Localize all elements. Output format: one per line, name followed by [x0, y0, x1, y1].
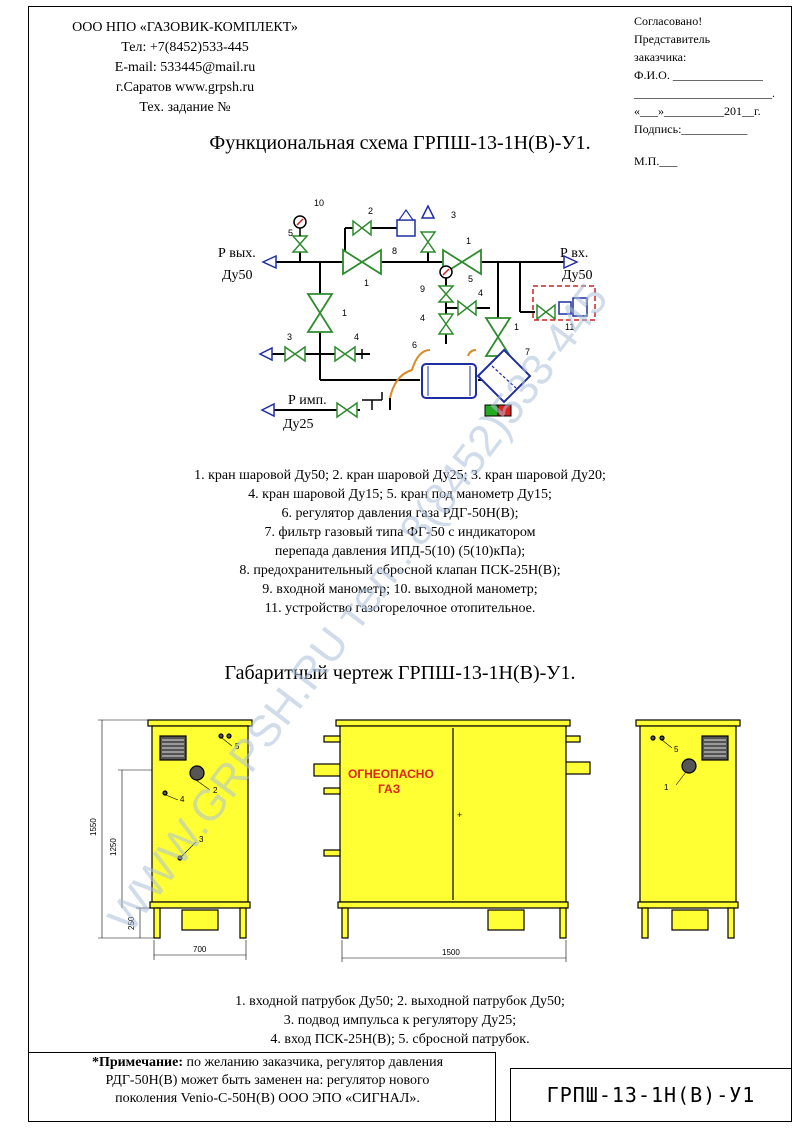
approval-signature: Подпись:___________ [634, 122, 748, 136]
svg-text:11: 11 [565, 322, 574, 332]
svg-text:1: 1 [664, 783, 669, 792]
svg-text:3: 3 [451, 210, 456, 220]
approval-mp: М.П.___ [634, 154, 678, 168]
du-out-label: Ду50 [222, 268, 253, 283]
legend-line: 1. кран шаровой Ду50; 2. кран шаровой Ду… [194, 468, 606, 483]
svg-text:3: 3 [199, 835, 204, 844]
svg-text:2: 2 [213, 786, 218, 795]
drawing-frame [28, 6, 792, 1122]
note-divider-vertical [495, 1052, 496, 1122]
dim-length: 1500 [442, 948, 460, 957]
svg-text:5: 5 [235, 742, 240, 751]
note-bold: *Примечание: [91, 1055, 183, 1070]
functional-title: Функциональная схема ГРПШ-13-1Н(В)-У1. [209, 132, 591, 154]
svg-text:1: 1 [364, 278, 369, 288]
svg-text:1: 1 [466, 236, 471, 246]
svg-text:3: 3 [287, 332, 292, 342]
approval-rep2: заказчика: [634, 50, 687, 64]
svg-text:5: 5 [468, 274, 473, 284]
legend-line: 4. вход ПСК-25Н(В); 5. сбросной патрубок… [270, 1032, 530, 1047]
legend-line: 3. подвод импульса к регулятору Ду25; [283, 1013, 517, 1028]
svg-text:10: 10 [314, 198, 324, 208]
note-text-3: поколения Venio-C-50Н(В) ООО ЭПО «СИГНАЛ… [115, 1091, 420, 1106]
note-divider [28, 1052, 495, 1053]
p-out-label: Р вых. [218, 246, 256, 261]
svg-text:+: + [457, 810, 462, 820]
legend-line: 7. фильтр газовый типа ФГ-50 с индикатор… [264, 525, 536, 540]
note-text-2: РДГ-50Н(В) может быть заменен на: регуля… [105, 1073, 430, 1088]
company-block: ООО НПО «ГАЗОВИК-КОМПЛЕКТ» Тел: +7(8452)… [40, 18, 330, 118]
legend-line: перепада давления ИПД-5(10) (5(10)кПа); [274, 544, 526, 559]
approval-rep1: Представитель [634, 32, 711, 46]
approval-blank: _______________________. [634, 86, 775, 100]
svg-text:1: 1 [342, 308, 347, 318]
warning-text-2: ГАЗ [378, 782, 400, 796]
title-stamp: ГРПШ-13-1Н(В)-У1 [510, 1068, 792, 1122]
side-view-right [635, 719, 741, 939]
dim-1250: 1250 [109, 838, 118, 856]
legend-line: 9. входной манометр; 10. выходной маноме… [262, 582, 538, 597]
p-imp-label: Р имп. [288, 393, 327, 408]
approval-fio: Ф.И.О. _______________ [634, 68, 763, 82]
svg-text:9: 9 [420, 284, 425, 294]
warning-text-1: ОГНЕОПАСНО [348, 767, 434, 781]
company-email: E-mail: 533445@mail.ru [114, 60, 256, 75]
note-text-1: по желанию заказчика, регулятор давления [183, 1055, 444, 1070]
approval-date: «___»__________201__г. [634, 104, 761, 118]
svg-text:5: 5 [674, 745, 679, 754]
svg-text:2: 2 [368, 206, 373, 216]
dimensional-title: Габаритный чертеж ГРПШ-13-1Н(В)-У1. [224, 662, 576, 684]
approval-block: Согласовано! Представитель заказчика: Ф.… [634, 12, 794, 170]
note-block: *Примечание: по желанию заказчика, регул… [40, 1054, 495, 1108]
svg-text:4: 4 [180, 795, 185, 804]
dim-height: 1550 [89, 818, 98, 836]
dim-width: 700 [193, 945, 207, 954]
functional-legend: 1. кран шаровой Ду50; 2. кран шаровой Ду… [0, 466, 800, 618]
svg-text:7: 7 [525, 347, 530, 357]
svg-text:4: 4 [478, 288, 483, 298]
dim-250: 250 [127, 916, 136, 930]
approval-agreed: Согласовано! [634, 14, 703, 28]
legend-line: 4. кран шаровой Ду15; 5. кран под маноме… [248, 487, 552, 502]
tech-task: Тех. задание № [139, 100, 231, 115]
svg-text:6: 6 [412, 340, 417, 350]
svg-text:4: 4 [354, 332, 359, 342]
side-view-left [147, 719, 253, 939]
svg-text:1: 1 [514, 322, 519, 332]
svg-text:4: 4 [420, 313, 425, 323]
legend-line: 8. предохранительный сбросной клапан ПСК… [239, 563, 561, 578]
company-phone: Тел: +7(8452)533-445 [121, 40, 249, 55]
svg-text:5: 5 [288, 228, 293, 238]
du-in-label: Ду50 [562, 268, 593, 283]
p-in-label: Р вх. [560, 246, 588, 261]
company-name: ООО НПО «ГАЗОВИК-КОМПЛЕКТ» [72, 20, 298, 35]
legend-line: 6. регулятор давления газа РДГ-50Н(В); [281, 506, 519, 521]
svg-text:8: 8 [392, 246, 397, 256]
du-imp-label: Ду25 [283, 417, 314, 432]
front-view [313, 719, 591, 939]
company-city-site: г.Саратов www.grpsh.ru [115, 80, 255, 95]
dimensional-legend: 1. входной патрубок Ду50; 2. выходной па… [0, 992, 800, 1049]
legend-line: 11. устройство газогорелочное отопительн… [264, 601, 536, 616]
legend-line: 1. входной патрубок Ду50; 2. выходной па… [235, 994, 565, 1009]
